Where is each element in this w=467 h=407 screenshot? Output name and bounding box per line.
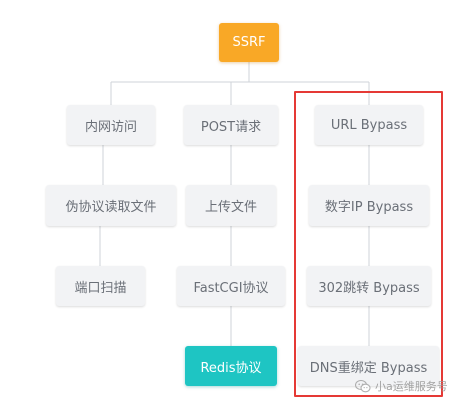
node-label: DNS重绑定 Bypass [309, 360, 428, 376]
watermark-text: 小a运维服务号 [375, 380, 448, 393]
node-label: 伪协议读取文件 [65, 200, 157, 215]
node-intranet-access: 内网访问 [67, 105, 155, 145]
node-label: Redis协议 [200, 360, 262, 376]
node-redis-protocol: Redis协议 [185, 346, 277, 386]
node-fastcgi-protocol: FastCGI协议 [177, 266, 285, 306]
node-label: 302跳转 Bypass [318, 280, 420, 296]
node-label: 数字IP Bypass [324, 200, 414, 215]
node-label: URL Bypass [330, 117, 408, 133]
node-numeric-ip-bypass: 数字IP Bypass [309, 185, 429, 226]
node-302-redirect-bypass: 302跳转 Bypass [307, 266, 431, 306]
highlight-box [294, 91, 443, 397]
node-label: 端口扫描 [74, 280, 127, 296]
node-post-request: POST请求 [184, 105, 278, 145]
node-label: 上传文件 [204, 200, 257, 215]
node-root: SSRF [219, 23, 279, 62]
node-port-scan: 端口扫描 [56, 266, 145, 306]
node-root-label: SSRF [232, 35, 266, 50]
node-label: POST请求 [200, 119, 262, 135]
watermark: 小a运维服务号 [354, 376, 448, 396]
wechat-icon [354, 379, 371, 393]
node-pseudo-protocol-read: 伪协议读取文件 [46, 185, 176, 226]
node-url-bypass: URL Bypass [315, 105, 423, 145]
node-dns-rebinding-bypass: DNS重绑定 Bypass [298, 346, 439, 386]
node-file-upload: 上传文件 [186, 185, 276, 226]
node-label: 内网访问 [84, 119, 137, 135]
node-label: FastCGI协议 [193, 280, 269, 296]
